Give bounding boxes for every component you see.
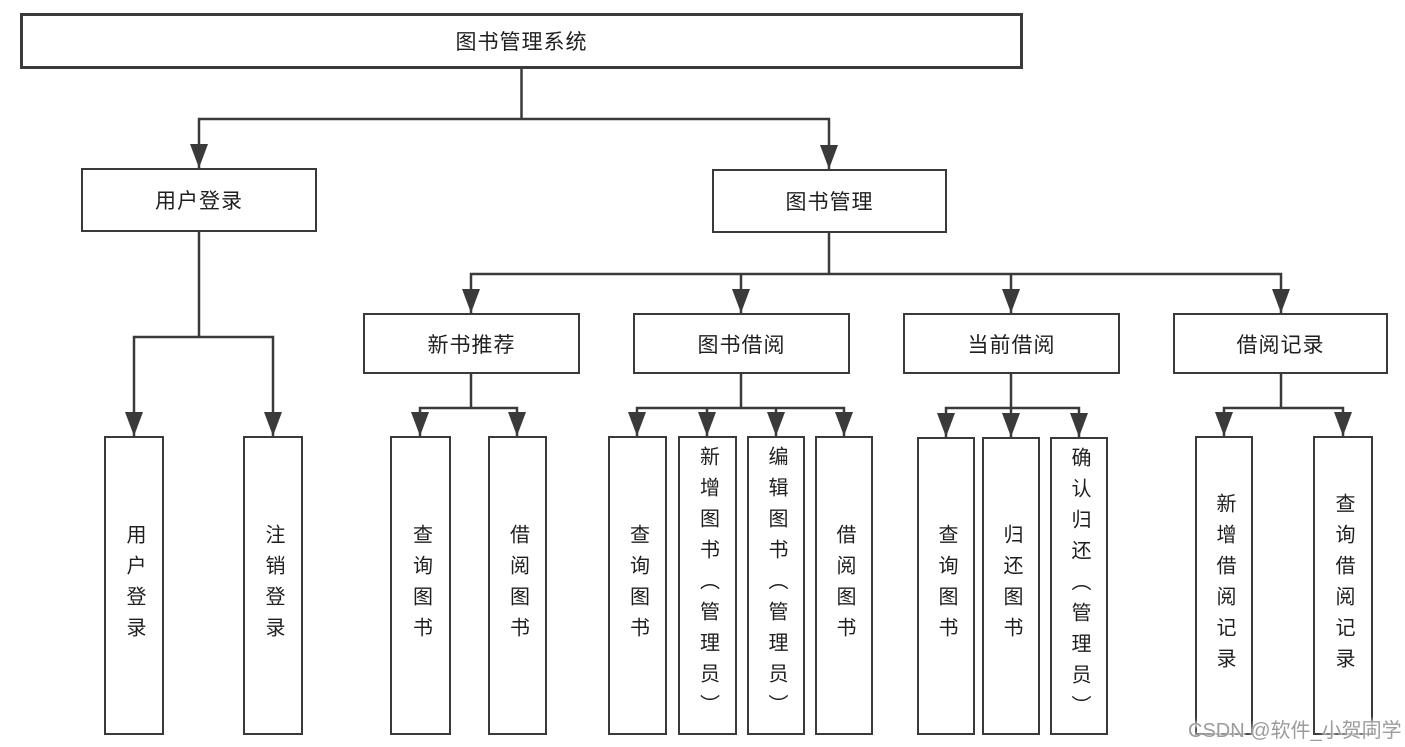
- csdn-watermark: CSDN @软件_小贺同学: [1188, 720, 1402, 742]
- leaf-query-borrow-record-label: 查询借阅记录: [1332, 492, 1354, 679]
- node-user-login-branch: 用户登录: [81, 168, 317, 232]
- leaf-add-book-admin: 新增图书（管理员）: [678, 436, 737, 735]
- node-book-borrowing-label: 图书借阅: [697, 333, 786, 357]
- node-book-borrowing: 图书借阅: [633, 313, 850, 374]
- node-new-book-recommend-label: 新书推荐: [427, 333, 516, 357]
- leaf-add-borrow-record: 新增借阅记录: [1195, 436, 1253, 735]
- node-book-management: 图书管理: [712, 169, 947, 233]
- leaf-add-borrow-record-label: 新增借阅记录: [1213, 492, 1235, 679]
- leaf-confirm-return-admin-label: 确认归还（管理员）: [1068, 446, 1090, 726]
- node-book-management-label: 图书管理: [785, 191, 874, 214]
- leaf-borrow-books-recommend: 借阅图书: [488, 436, 547, 735]
- leaf-query-books-current: 查询图书: [917, 437, 975, 735]
- leaf-query-books-current-label: 查询图书: [935, 524, 957, 648]
- leaf-edit-book-admin-label: 编辑图书（管理员）: [765, 446, 787, 725]
- node-borrowing-records-label: 借阅记录: [1236, 333, 1325, 357]
- leaf-edit-book-admin: 编辑图书（管理员）: [747, 436, 805, 735]
- leaf-query-books-recommend-label: 查询图书: [409, 523, 432, 648]
- leaf-query-borrow-record: 查询借阅记录: [1313, 436, 1373, 735]
- leaf-logout: 注销登录: [243, 436, 303, 735]
- leaf-borrow-books-recommend-label: 借阅图书: [506, 523, 529, 648]
- leaf-query-books-borrowing: 查询图书: [608, 436, 667, 735]
- node-borrowing-records: 借阅记录: [1173, 313, 1388, 374]
- leaf-query-books-recommend: 查询图书: [390, 436, 451, 735]
- leaf-user-login: 用户登录: [104, 436, 164, 735]
- leaf-return-book: 归还图书: [982, 437, 1040, 735]
- leaf-query-books-borrowing-label: 查询图书: [626, 523, 649, 648]
- leaf-logout-label: 注销登录: [262, 523, 284, 648]
- leaf-return-book-label: 归还图书: [1000, 524, 1022, 648]
- node-new-book-recommend: 新书推荐: [363, 313, 580, 374]
- leaf-add-book-admin-label: 新增图书（管理员）: [696, 446, 719, 725]
- node-root-system: 图书管理系统: [20, 13, 1023, 69]
- node-current-borrowing-label: 当前借阅: [967, 333, 1056, 357]
- node-root-label: 图书管理系统: [455, 31, 588, 54]
- leaf-user-login-label: 用户登录: [123, 523, 145, 648]
- node-user-login-branch-label: 用户登录: [155, 190, 243, 213]
- node-current-borrowing: 当前借阅: [903, 313, 1120, 374]
- leaf-borrow-books-borrowing-label: 借阅图书: [833, 523, 855, 648]
- leaf-borrow-books-borrowing: 借阅图书: [815, 436, 873, 735]
- leaf-confirm-return-admin: 确认归还（管理员）: [1050, 437, 1108, 735]
